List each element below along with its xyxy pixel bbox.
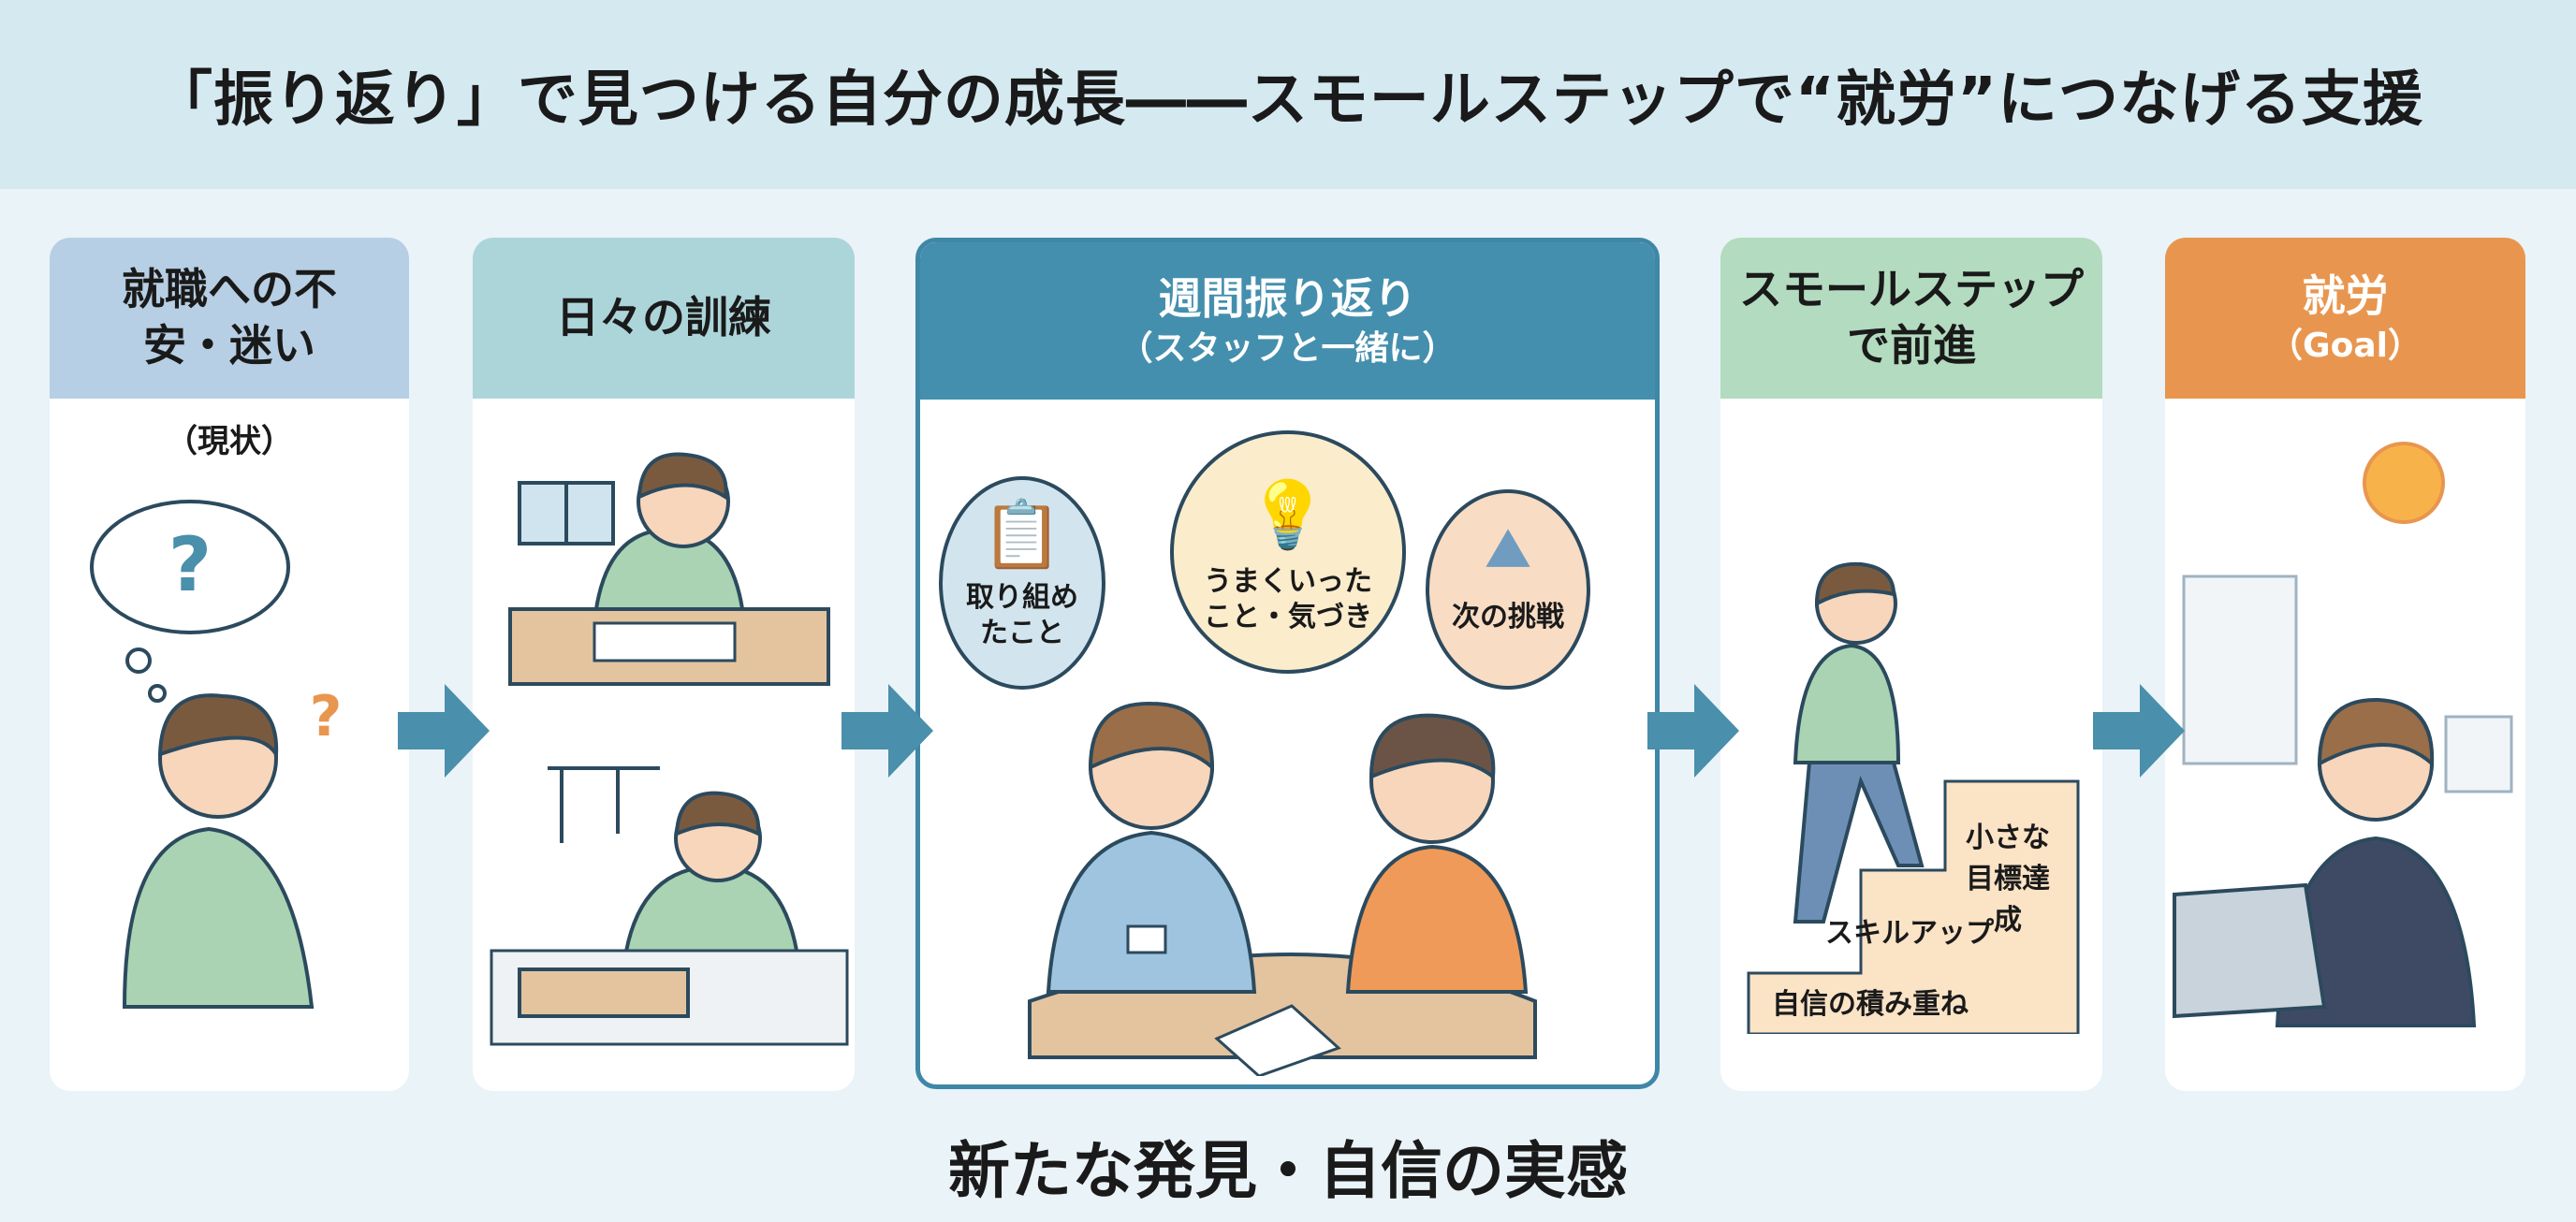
- sun-icon: [2363, 442, 2445, 524]
- training-illustration: [490, 452, 849, 1046]
- card-subtitle: （現状）: [166, 423, 293, 460]
- arrow-right-icon: [2093, 684, 2185, 778]
- card-title: 就職への不安・迷い: [122, 264, 337, 371]
- speech-bubble-done: 📋 取り組めたこと: [939, 476, 1105, 690]
- office-worker-illustration: [2173, 442, 2513, 1027]
- step-label-skill-up: スキルアップ: [1825, 917, 1994, 950]
- card-daily-training: 日々の訓練: [473, 238, 855, 1091]
- speech-bubble-insights: 💡 うまくいったこと・気づき: [1170, 430, 1406, 674]
- step-label-confidence: 自信の積み重ね: [1772, 988, 1969, 1021]
- card-header: 就労 （Goal）: [2165, 238, 2525, 399]
- clipboard-icon: 📋: [981, 496, 1063, 573]
- card-header: スモールステップで前進: [1720, 238, 2102, 399]
- title-band: 「振り返り」で見つける自分の成長――スモールステップで“就労”につなげる支援: [0, 0, 2576, 189]
- card-header: 就職への不安・迷い: [50, 238, 409, 399]
- card-title: 日々の訓練: [556, 292, 771, 343]
- page-title: 「振り返り」で見つける自分の成長――スモールステップで“就労”につなげる支援: [152, 65, 2424, 135]
- card-title: 週間振り返り: [1158, 272, 1417, 324]
- bottom-caption: 新たな発見・自信の実感: [948, 1135, 1628, 1207]
- svg-text:?: ?: [310, 684, 343, 749]
- card-subtitle: （Goal）: [2269, 326, 2422, 365]
- svg-text:?: ?: [168, 521, 212, 608]
- bubble-text: うまくいったこと・気づき: [1204, 565, 1372, 633]
- step-label-small-goal: 小さな目標達成: [1966, 822, 2050, 937]
- bubble-text: 取り組めたこと: [966, 581, 1078, 649]
- card-title: スモールステップで前進: [1739, 264, 2084, 371]
- arrow-right-icon: [398, 684, 490, 778]
- staff-and-user-conversation-illustration: [1028, 701, 1537, 1076]
- lightbulb-icon: 💡: [1247, 476, 1329, 553]
- card-title: 就労: [2302, 269, 2389, 321]
- speech-bubble-next-challenge: ⛰ 次の挑戦: [1426, 489, 1590, 690]
- worried-person-illustration: ? ?: [90, 500, 343, 1009]
- arrow-right-icon: [842, 684, 933, 778]
- arrow-right-icon: [1647, 684, 1739, 778]
- card-current-state: 就職への不安・迷い （現状） ? ?: [50, 238, 409, 1091]
- card-header: 日々の訓練: [473, 238, 855, 399]
- stairs-climber-illustration: [1747, 561, 2080, 1034]
- card-employment-goal: 就労 （Goal）: [2165, 238, 2525, 1091]
- mountain-icon: ⛰: [1486, 517, 1530, 579]
- card-subtitle: （スタッフと一緒に）: [1119, 328, 1456, 368]
- bubble-text: 次の挑戦: [1452, 600, 1564, 633]
- card-header: 週間振り返り （スタッフと一緒に）: [920, 242, 1655, 400]
